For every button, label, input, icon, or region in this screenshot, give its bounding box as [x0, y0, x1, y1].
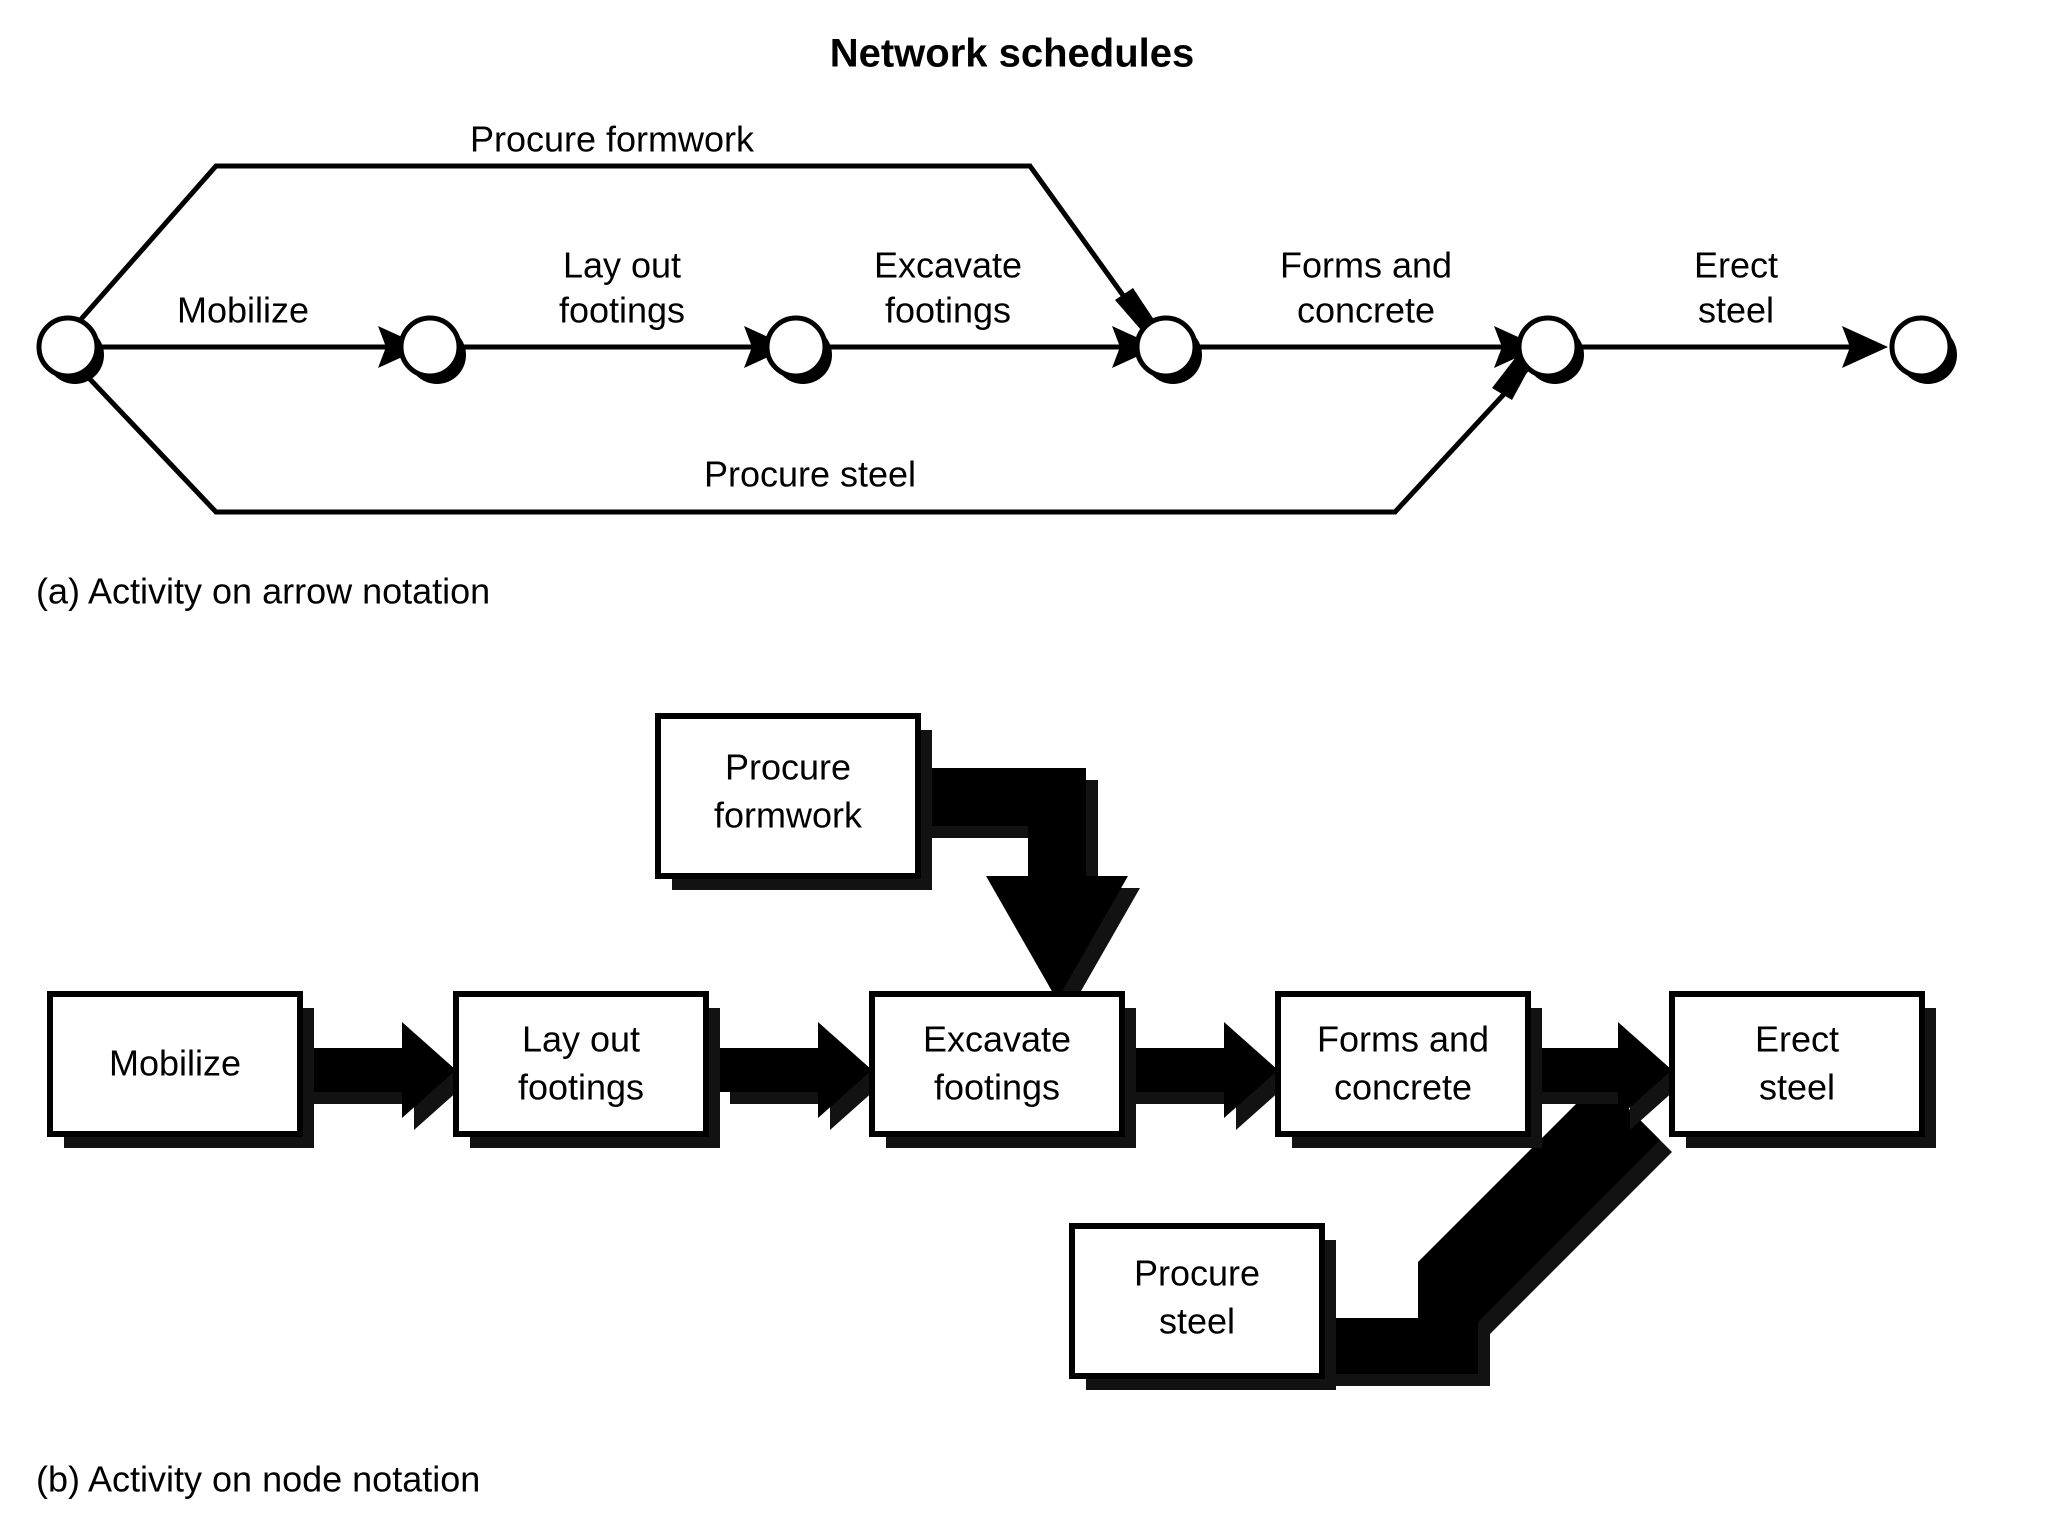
node-lay-out-footings-label-line2: footings [518, 1067, 644, 1108]
link-mobilize-to-lay-out-footings [302, 1022, 468, 1130]
node-forms-and-concrete-box [1275, 991, 1531, 1137]
node-procure-steel-label-line2: steel [1159, 1301, 1235, 1342]
node-procure-formwork-label-line1: Procure [725, 747, 851, 788]
node-procure-formwork-label-line2: formwork [714, 795, 863, 836]
node-mobilize-label-line1: Mobilize [109, 1043, 241, 1084]
node-erect-steel-label-line1: Erect [1755, 1019, 1839, 1060]
edge-label-erect-steel-line1: Erect [1694, 245, 1778, 286]
node-mobilize-box [47, 991, 303, 1137]
edge-label-excavate-footings-line1: Excavate [874, 245, 1022, 286]
link-ps-es-body [1318, 1080, 1660, 1374]
event-node-1 [36, 315, 104, 384]
node-mobilize[interactable]: Mobilize [47, 991, 314, 1148]
node-forms-and-concrete-label-line1: Forms and [1317, 1019, 1489, 1060]
edge-label-procure-formwork: Procure formwork [470, 119, 755, 160]
event-node-3 [764, 315, 832, 384]
node-procure-steel-label-line1: Procure [1134, 1253, 1260, 1294]
event-node-4 [1134, 315, 1202, 384]
node-procure-formwork[interactable]: Procure formwork [655, 713, 932, 890]
edge-procure-steel-line [66, 354, 1532, 515]
panel-b-caption: (b) Activity on node notation [36, 1459, 480, 1500]
node-erect-steel-box [1669, 991, 1925, 1137]
link-lay-out-footings-to-excavate-footings [718, 1022, 884, 1130]
node-forms-and-concrete[interactable]: Forms and concrete [1275, 991, 1542, 1148]
edge-label-forms-and-concrete-line1: Forms and [1280, 245, 1452, 286]
link-excavate-footings-to-forms-and-concrete [1122, 1022, 1290, 1130]
node-excavate-footings-label-line1: Excavate [923, 1019, 1071, 1060]
link-procure-steel-to-erect-steel [1318, 1080, 1672, 1386]
edge-label-forms-and-concrete-line2: concrete [1297, 290, 1435, 331]
link-lof-ef-body [718, 1022, 872, 1118]
node-procure-formwork-box [655, 713, 921, 879]
panel-b-activity-on-node: Procure formwork [36, 713, 1936, 1500]
node-excavate-footings-label-line2: footings [934, 1067, 1060, 1108]
edge-label-mobilize: Mobilize [177, 290, 309, 331]
edge-procure-formwork: Procure formwork [66, 119, 1162, 346]
event-node-6 [1889, 315, 1957, 384]
edge-erect-steel-arrowhead [1842, 326, 1888, 368]
link-m-lof-body [302, 1022, 456, 1118]
node-lay-out-footings-label-line1: Lay out [522, 1019, 640, 1060]
arrow-chain-main: Mobilize Lay out footings Excavate footi… [78, 245, 1888, 368]
node-erect-steel[interactable]: Erect steel [1669, 991, 1936, 1148]
link-forms-and-concrete-to-erect-steel [1530, 1022, 1684, 1130]
edge-label-lay-out-footings-line2: footings [559, 290, 685, 331]
edge-procure-steel: Procure steel [66, 344, 1538, 515]
link-pf-fc-body [912, 768, 1128, 1000]
edge-label-lay-out-footings-line1: Lay out [563, 245, 681, 286]
panel-a-caption: (a) Activity on arrow notation [36, 571, 490, 612]
node-lay-out-footings-box [453, 991, 709, 1137]
node-procure-steel-box [1069, 1223, 1325, 1379]
link-procure-formwork-to-forms-and-concrete [912, 768, 1140, 1012]
figure-title: Network schedules [830, 32, 1195, 76]
edge-procure-formwork-line [66, 163, 1151, 336]
node-lay-out-footings[interactable]: Lay out footings [453, 991, 720, 1148]
node-forms-and-concrete-label-line2: concrete [1334, 1067, 1472, 1108]
node-excavate-footings[interactable]: Excavate footings [869, 991, 1136, 1148]
node-excavate-footings-box [869, 991, 1125, 1137]
panel-a-activity-on-arrow: Procure formwork Procure steel Mobilize … [36, 119, 1957, 612]
link-ef-fc-body [1122, 1022, 1278, 1118]
edge-label-erect-steel-line2: steel [1698, 290, 1774, 331]
node-procure-steel[interactable]: Procure steel [1069, 1223, 1336, 1390]
event-node-5 [1516, 315, 1584, 384]
edge-label-procure-steel: Procure steel [704, 454, 916, 495]
link-fc-es-body [1530, 1022, 1672, 1118]
edge-label-excavate-footings-line2: footings [885, 290, 1011, 331]
node-erect-steel-label-line2: steel [1759, 1067, 1835, 1108]
event-node-2 [398, 315, 466, 384]
